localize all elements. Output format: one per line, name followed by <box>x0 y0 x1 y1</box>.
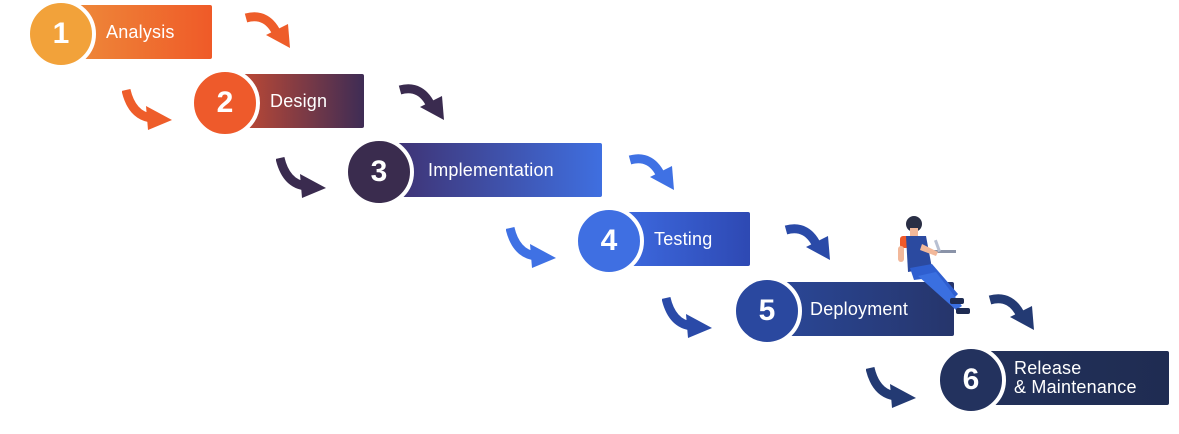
step-3-label: Implementation <box>428 159 554 180</box>
arrow-into-6 <box>866 366 916 408</box>
arrow-5-to-6 <box>988 294 1034 330</box>
step-5-label: Deployment <box>810 298 909 319</box>
arrow-1-to-2 <box>244 12 290 48</box>
step-5-number-badge: 5 <box>732 276 802 346</box>
step-5-bar: Deployment <box>778 282 954 336</box>
step-6-label: Release <box>1014 358 1082 379</box>
arrow-into-5 <box>662 296 712 338</box>
arrow-3-to-4 <box>628 154 674 190</box>
arrow-4-to-5 <box>784 224 830 260</box>
step-2-label: Design <box>270 90 328 111</box>
step-6-label-line-2: & Maintenance <box>1014 377 1137 397</box>
step-1-label: Analysis <box>106 21 175 42</box>
step-3-bar: Implementation <box>392 143 602 197</box>
arrow-2-to-3 <box>398 84 444 120</box>
step-6-number-badge: 6 <box>936 345 1006 415</box>
step-1-number-badge: 1 <box>26 0 96 69</box>
arrow-into-3 <box>276 156 326 198</box>
arrow-into-4 <box>506 226 556 268</box>
step-2-number-badge: 2 <box>190 68 260 138</box>
step-3-number-badge: 3 <box>344 137 414 207</box>
person-sitting-with-laptop-icon <box>898 216 970 314</box>
step-4-number-badge: 4 <box>574 206 644 276</box>
step-6-bar: Release & Maintenance <box>982 351 1169 405</box>
arrow-into-2 <box>122 88 172 130</box>
step-4-label: Testing <box>654 228 713 249</box>
